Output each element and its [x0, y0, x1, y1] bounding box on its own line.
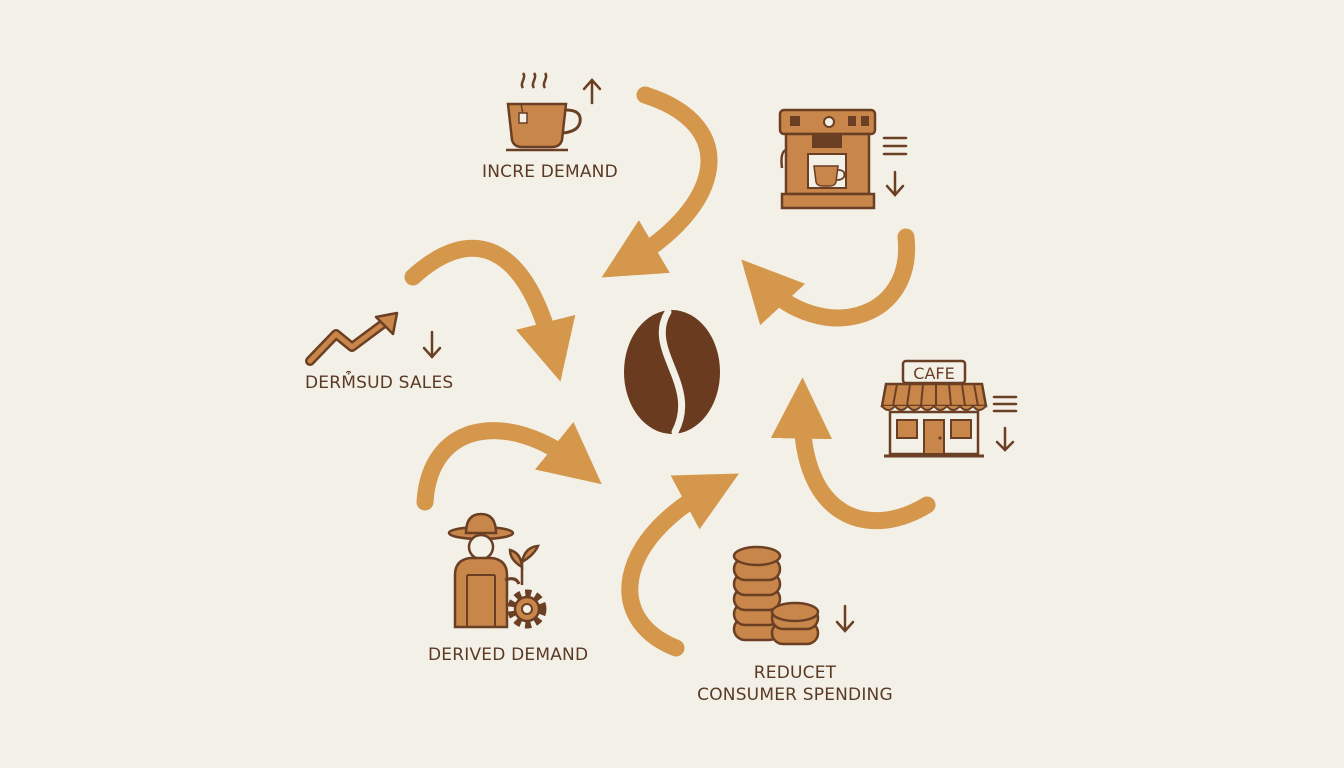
up-arrow-icon [582, 78, 602, 105]
arrow-farmer-to-bean [416, 421, 602, 511]
label-incre-demand: INCRE DEMAND [482, 162, 618, 182]
farmer-icon [447, 512, 521, 629]
coin-stacks-icon [732, 545, 820, 646]
label-reducet: REDUCET [753, 663, 837, 683]
arrow-sales-to-bean [404, 239, 576, 382]
down-list-icon [882, 136, 908, 197]
flow-arrows [404, 86, 936, 657]
label-derived-demand: DERIVED DEMAND [428, 645, 589, 665]
down-arrow-icon [835, 604, 855, 633]
cafe-storefront-icon [880, 359, 988, 458]
label-sales: DERM͒SUD SALES [305, 373, 454, 393]
down-list-icon [992, 395, 1018, 452]
coffee-bean-icon [624, 308, 720, 436]
espresso-machine-icon [778, 108, 877, 210]
label-consumer-spending: CONSUMER SPENDING [697, 685, 893, 705]
arrow-coins-to-bean [621, 473, 739, 657]
arrow-cup-to-bean [601, 86, 718, 278]
coffee-cup-icon [506, 72, 582, 152]
gear-icon [507, 589, 547, 629]
plant-sprout-icon [508, 544, 540, 585]
arrow-cafe-to-bean [770, 377, 936, 530]
arrow-machine-to-bean [741, 228, 916, 327]
trend-up-icon [305, 311, 399, 366]
down-arrow-icon [422, 330, 442, 359]
cafe-sign: CAFE [913, 364, 954, 383]
